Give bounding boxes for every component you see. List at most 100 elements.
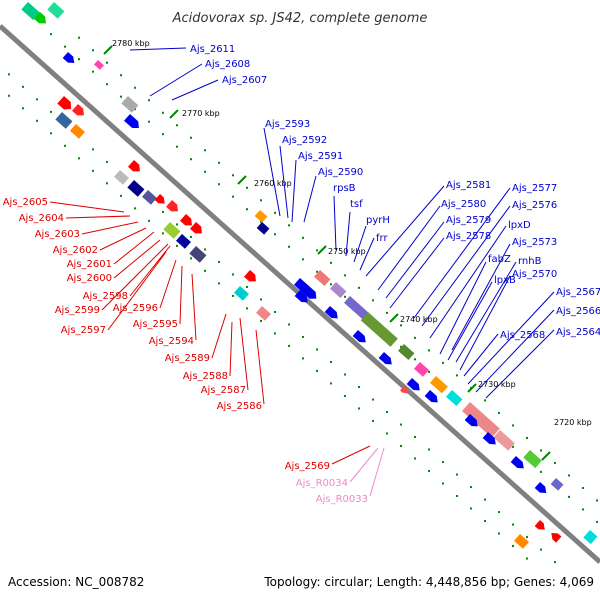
gene-label: Ajs_2586	[217, 401, 262, 412]
gene-label: Ajs_2590	[318, 167, 363, 178]
label-leaders	[49, 47, 555, 497]
gene-label: Ajs_2564	[556, 327, 600, 338]
gene-feature	[176, 234, 191, 249]
gene-feature	[72, 104, 84, 116]
map-title: Acidovorax sp. JS42, complete genome	[172, 11, 428, 26]
gene-label: Ajs_2581	[446, 180, 491, 191]
gene-feature	[256, 306, 271, 321]
gene-label: Ajs_2589	[165, 353, 210, 364]
gene-feature	[482, 432, 496, 445]
gene-feature	[57, 96, 72, 110]
gene-label: Ajs_2604	[19, 213, 64, 224]
gene-feature	[360, 312, 398, 347]
gene-feature	[121, 96, 139, 113]
gene-label: Ajs_2569	[285, 461, 330, 472]
gene-feature	[330, 282, 347, 299]
gene-feature	[464, 414, 478, 427]
accession-text: Accession: NC_008782	[8, 575, 144, 589]
topology-summary: Topology: circular; Length: 4,448,856 bp…	[263, 575, 594, 589]
gene-feature	[256, 222, 270, 235]
gene-feature	[406, 378, 420, 391]
gene-label: pyrH	[366, 215, 390, 226]
gene-feature	[128, 160, 140, 172]
gene-label: Ajs_2591	[298, 151, 343, 162]
gene-label: Ajs_2605	[3, 197, 48, 208]
gene-feature	[583, 530, 598, 545]
gene-feature	[234, 286, 249, 301]
gene-feature	[34, 12, 46, 24]
gene-label: rnhB	[518, 256, 542, 267]
gene-feature	[163, 222, 181, 239]
gene-feature	[21, 2, 40, 21]
gene-label: Ajs_2566	[556, 306, 600, 317]
gene-label: lpxB	[494, 275, 516, 286]
gene-label: Ajs_2594	[149, 336, 194, 347]
gene-label: tsf	[350, 199, 363, 210]
gene-label: Ajs_2598	[83, 291, 128, 302]
gene-feature	[414, 362, 429, 377]
gene-label: Ajs_2607	[222, 75, 267, 86]
gene-label: Ajs_2573	[512, 237, 557, 248]
gene-feature	[190, 222, 202, 234]
gene-label: Ajs_2593	[265, 119, 310, 130]
gene-feature	[62, 52, 75, 63]
gene-feature	[114, 170, 129, 185]
gene-feature	[189, 246, 207, 263]
gene-features	[21, 2, 598, 549]
gene-label: Ajs_2596	[113, 303, 158, 314]
gene-label: Ajs_2588	[183, 371, 228, 382]
gene-label: fabZ	[488, 254, 511, 265]
kbp-tick-label: 2760 kbp	[254, 179, 292, 188]
gene-label: Ajs_2592	[282, 135, 327, 146]
gene-feature	[142, 190, 157, 205]
gene-feature	[244, 270, 256, 282]
gene-labels: Ajs_2611Ajs_2608Ajs_2607Ajs_2593Ajs_2592…	[3, 44, 600, 505]
gene-feature	[430, 376, 448, 394]
gene-feature	[550, 478, 564, 491]
gene-label: Ajs_2597	[61, 325, 106, 336]
gene-feature	[94, 60, 104, 70]
gene-label: Ajs_2587	[201, 385, 246, 396]
gene-feature	[523, 450, 542, 469]
gene-feature	[314, 270, 331, 287]
kbp-tick-label: 2740 kbp	[400, 315, 438, 324]
gene-feature	[514, 534, 529, 549]
gene-label: frr	[376, 233, 388, 244]
gene-label: Ajs_2599	[55, 305, 100, 316]
gene-feature	[324, 306, 338, 319]
gene-feature	[398, 344, 415, 361]
gene-label: lpxD	[508, 220, 531, 231]
gene-feature	[124, 114, 139, 129]
gene-label: Ajs_2595	[133, 319, 178, 330]
gene-feature	[254, 210, 268, 223]
gene-label: Ajs_2578	[446, 231, 491, 242]
gene-label: Ajs_2611	[190, 44, 235, 55]
gene-label: Ajs_R0034	[296, 478, 348, 489]
gene-feature	[47, 2, 65, 19]
kbp-tick-label: 2770 kbp	[182, 109, 220, 118]
gene-label: Ajs_2603	[35, 229, 80, 240]
kbp-tick-label: 2780 kbp	[112, 39, 150, 48]
gene-feature	[400, 386, 408, 394]
gene-feature	[534, 482, 547, 493]
gene-feature	[446, 390, 463, 407]
gene-label: Ajs_2608	[205, 59, 250, 70]
gene-feature	[127, 180, 145, 197]
gene-label: Ajs_2568	[500, 330, 545, 341]
gene-label: Ajs_2602	[53, 245, 98, 256]
gene-feature	[510, 456, 524, 469]
gene-feature	[166, 200, 178, 212]
gene-feature	[294, 278, 317, 299]
gene-label: Ajs_2601	[67, 259, 112, 270]
gene-feature	[424, 390, 438, 403]
kbp-tick-label: 2720 kbp	[554, 418, 592, 427]
gene-label: Ajs_2577	[512, 183, 557, 194]
gene-label: Ajs_2600	[67, 273, 112, 284]
gene-feature	[154, 194, 165, 204]
gene-label: Ajs_2570	[512, 269, 557, 280]
gene-label: Ajs_R0033	[316, 494, 368, 505]
gene-feature	[344, 296, 370, 321]
gene-feature	[493, 430, 515, 451]
kbp-scale: 2780 kbp 2770 kbp 2760 kbp 2750 kbp 2740…	[103, 39, 592, 461]
